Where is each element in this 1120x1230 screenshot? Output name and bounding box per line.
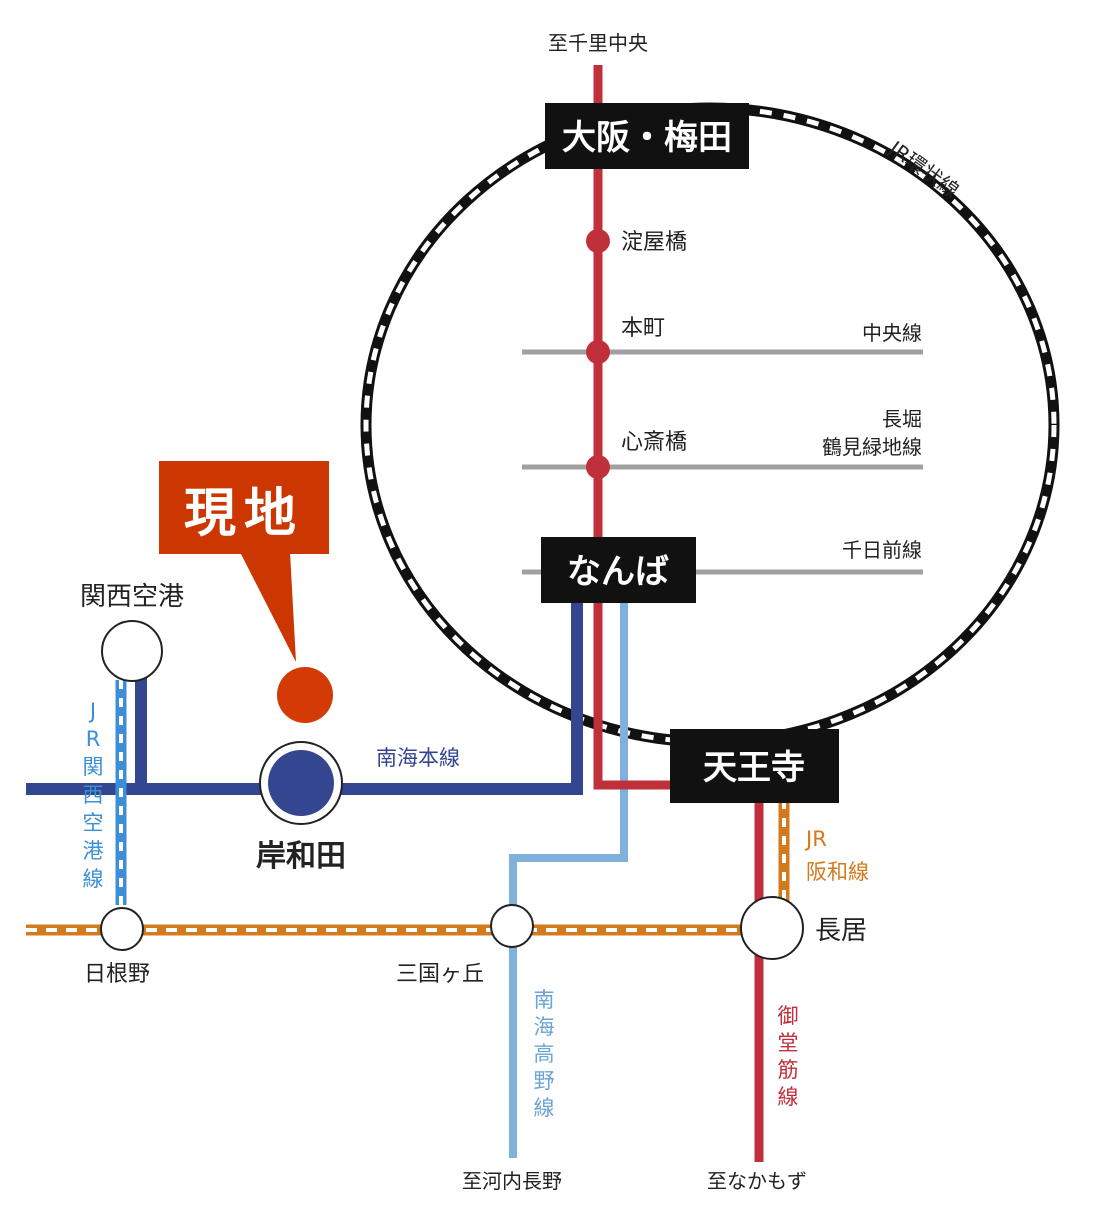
- label-jr-hanwa: JR 阪和線: [804, 827, 869, 884]
- svg-text:線: 線: [83, 867, 104, 891]
- nankai-main-line: [26, 600, 583, 795]
- svg-text:海: 海: [534, 1015, 555, 1039]
- label-honmachi: 本町: [621, 316, 665, 341]
- label-mikunigaoka: 三国ヶ丘: [396, 962, 484, 987]
- label-nagahori-2: 鶴見緑地線: [822, 435, 922, 459]
- hub-tennoji-label: 天王寺: [703, 748, 805, 788]
- label-nagahori-1: 長堀: [882, 407, 922, 431]
- label-jr-loop: JR環状線: [883, 135, 963, 202]
- label-hineno: 日根野: [84, 962, 150, 987]
- dest-kawachinagano: 至河内長野: [462, 1169, 562, 1193]
- current-location-label: 現地: [184, 484, 304, 544]
- svg-text:R: R: [86, 727, 101, 751]
- station-dot-yodoyabashi[interactable]: [586, 229, 610, 253]
- hub-umeda[interactable]: 大阪・梅田: [545, 103, 749, 169]
- svg-text:筋: 筋: [778, 1058, 799, 1082]
- svg-text:野: 野: [534, 1069, 555, 1093]
- dest-senri-chuo: 至千里中央: [548, 31, 648, 55]
- hub-namba[interactable]: なんば: [541, 537, 696, 603]
- label-nankai-main: 南海本線: [376, 746, 460, 770]
- svg-text:JR: JR: [804, 827, 827, 851]
- svg-text:高: 高: [534, 1042, 555, 1066]
- label-kansai-airport: 関西空港: [80, 582, 184, 612]
- label-chuo-line: 中央線: [862, 321, 922, 345]
- current-location-callout: 現地: [159, 461, 329, 662]
- hub-tennoji[interactable]: 天王寺: [670, 729, 839, 803]
- svg-text:関: 関: [83, 755, 104, 779]
- jr-loop-line: [360, 102, 1060, 748]
- label-yodoyabashi: 淀屋橋: [621, 230, 687, 255]
- svg-text:空: 空: [83, 811, 104, 835]
- svg-text:御: 御: [778, 1004, 799, 1028]
- midosuji-line: [593, 65, 675, 790]
- station-hineno[interactable]: [100, 907, 144, 951]
- svg-text:阪和線: 阪和線: [806, 860, 869, 884]
- svg-text:港: 港: [83, 839, 104, 863]
- station-mikunigaoka[interactable]: [490, 904, 534, 948]
- nankai-koya-line: [509, 600, 628, 1158]
- label-kishiwada: 岸和田: [256, 839, 346, 874]
- jr-hanwa-line: [26, 800, 790, 936]
- svg-text:J: J: [88, 699, 96, 723]
- station-dot-honmachi[interactable]: [586, 340, 610, 364]
- label-sennichimae: 千日前線: [842, 538, 922, 562]
- hub-namba-label: なんば: [567, 552, 669, 592]
- station-kishiwada[interactable]: [259, 741, 343, 825]
- station-nagai[interactable]: [740, 896, 804, 960]
- svg-text:西: 西: [83, 783, 104, 807]
- label-nankai-koya: 南 海 高 野 線: [534, 988, 555, 1120]
- svg-text:線: 線: [534, 1096, 555, 1120]
- label-jr-kansai-airport: J R 関 西 空 港 線: [83, 699, 104, 891]
- label-shinsaibashi: 心斎橋: [621, 430, 687, 455]
- svg-text:南: 南: [534, 988, 555, 1012]
- station-kansai-airport[interactable]: [101, 620, 163, 682]
- station-dot-shinsaibashi[interactable]: [586, 455, 610, 479]
- label-nagai: 長居: [815, 916, 867, 946]
- current-location-marker[interactable]: [277, 667, 333, 723]
- label-midosuji: 御 堂 筋 線: [778, 1004, 799, 1109]
- hub-umeda-label: 大阪・梅田: [562, 118, 732, 158]
- svg-text:線: 線: [778, 1085, 799, 1109]
- svg-text:堂: 堂: [778, 1031, 799, 1055]
- dest-nakamozu: 至なかもず: [707, 1169, 807, 1193]
